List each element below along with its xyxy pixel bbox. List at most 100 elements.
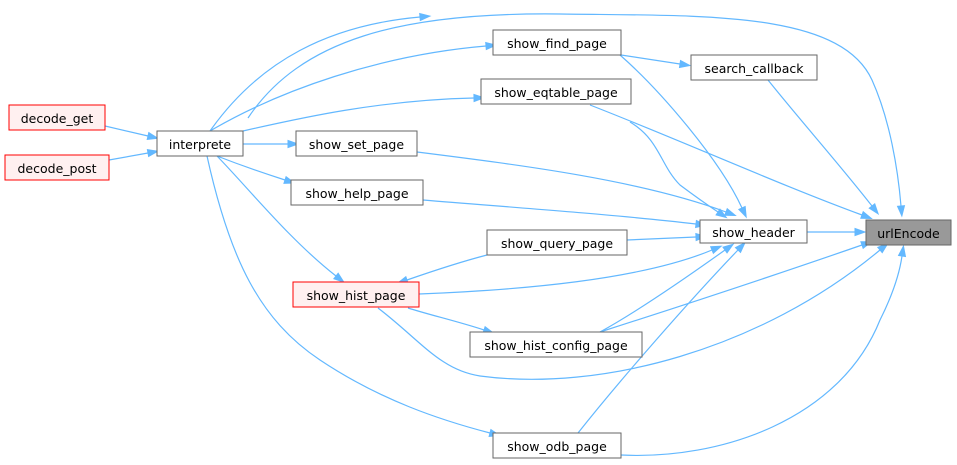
edge-show_find_page-to-search_callback [620,54,692,69]
edge-search_callback-to-urlEncode [767,79,880,216]
node-box[interactable] [295,130,418,157]
node-decode-get[interactable]: decode_get [8,104,106,131]
edge-show_hist_config_page-to-show_header [599,243,735,333]
edge-interprete-to-show_set_page [243,139,300,149]
node-show-eqtable-page[interactable]: show_eqtable_page [480,78,632,105]
nodes-layer: urlEncode show_header search_callback show_… [4,29,952,459]
arrowhead [722,243,735,254]
edge-line [620,255,903,457]
arrowhead [146,131,160,140]
edge-line [767,79,873,207]
node-box[interactable] [4,154,110,181]
edge-line [626,236,697,241]
node-box[interactable] [690,54,818,81]
node-box[interactable] [290,179,424,206]
edge-show_query_page-to-show_hist_page [396,254,488,284]
edge-show_find_page-to-urlEncode [247,13,906,218]
node-box[interactable] [156,130,244,157]
arrowhead [896,205,906,218]
arrowhead [734,241,746,254]
edge-line [418,249,713,295]
edge-line [209,45,487,132]
node-interprete[interactable]: interprete [156,130,244,157]
edge-interprete-to-show_eqtable_page [242,93,486,132]
node-show-odb-page[interactable]: show_odb_page [492,432,622,459]
edge-interprete-to-show_find_page [209,41,498,132]
node-box[interactable] [480,78,632,105]
node-urlEncode[interactable]: urlEncode [865,219,952,246]
arrowhead [897,244,907,258]
arrowhead [715,208,728,219]
edge-line [206,155,491,434]
arrowhead [724,207,737,217]
node-label: show_set_page [309,137,404,152]
arrowhead [678,59,692,69]
node-box[interactable] [469,331,643,358]
node-label: show_find_page [507,36,607,51]
edge-line [599,244,863,333]
node-label: show_hist_config_page [484,338,628,353]
arrowhead [146,148,160,158]
node-label: decode_get [21,111,94,126]
edge-show_eqtable_page-to-show_header [629,121,728,219]
node-label: show_query_page [501,236,613,251]
arrowhead [709,245,723,255]
node-label: show_header [712,225,795,240]
node-box[interactable] [8,104,106,131]
edge-line [422,199,697,225]
edge-line [629,121,719,213]
node-show-find-page[interactable]: show_find_page [492,29,622,56]
arrowhead [485,41,498,51]
arrowhead [868,203,880,216]
node-box[interactable] [492,29,622,56]
edge-show_eqtable_page-to-urlEncode [589,104,873,219]
node-box[interactable] [486,229,628,256]
edge-show_find_page-to-show_header [619,54,747,219]
edge-show_help_page-to-show_header [422,199,708,229]
edge-line [216,155,337,277]
edge-line [589,104,863,216]
edge-show_hist_page-to-show_hist_config_page [407,307,495,334]
edge-decode_post-to-interprete [108,148,160,161]
edge-line [599,249,726,333]
node-search-callback[interactable]: search_callback [690,54,818,81]
edge-show_query_page-to-show_header [626,232,708,242]
node-show-set-page[interactable]: show_set_page [295,130,418,157]
node-box[interactable] [492,432,622,459]
node-show-help-page[interactable]: show_help_page [290,179,424,206]
node-label: interprete [169,137,232,152]
edge-line [416,151,727,213]
node-label: show_odb_page [507,439,607,454]
edge-decode_get-to-interprete [104,125,160,140]
node-show-hist-page[interactable]: show_hist_page [292,281,420,308]
edge-show_odb_page-to-show_header [577,241,746,434]
node-label: decode_post [17,161,96,176]
arrowhead [473,93,486,103]
arrowhead [287,139,300,149]
node-box[interactable] [699,219,808,244]
edge-line [620,54,681,65]
node-box[interactable] [292,281,420,308]
node-box[interactable] [865,219,952,246]
edge-line [407,307,485,331]
arrowhead [737,205,747,219]
edge-line [108,152,149,161]
edge-line [216,155,286,181]
node-label: show_help_page [305,186,408,201]
edge-line [242,97,475,132]
edge-line [247,13,902,207]
node-decode-post[interactable]: decode_post [4,154,110,181]
edge-interprete-to-urlEncode [209,12,432,132]
node-label: urlEncode [877,226,940,241]
arrowhead [860,210,873,219]
node-show-query-page[interactable]: show_query_page [486,229,628,256]
edge-line [619,54,743,209]
node-show-hist-config-page[interactable]: show_hist_config_page [469,331,643,358]
arrowhead [333,272,346,284]
edge-line [377,249,881,380]
edge-show_hist_page-to-show_header [418,245,723,295]
node-show-header[interactable]: show_header [699,219,808,244]
arrowhead [854,227,867,237]
edge-show_odb_page-to-urlEncode [620,244,907,457]
